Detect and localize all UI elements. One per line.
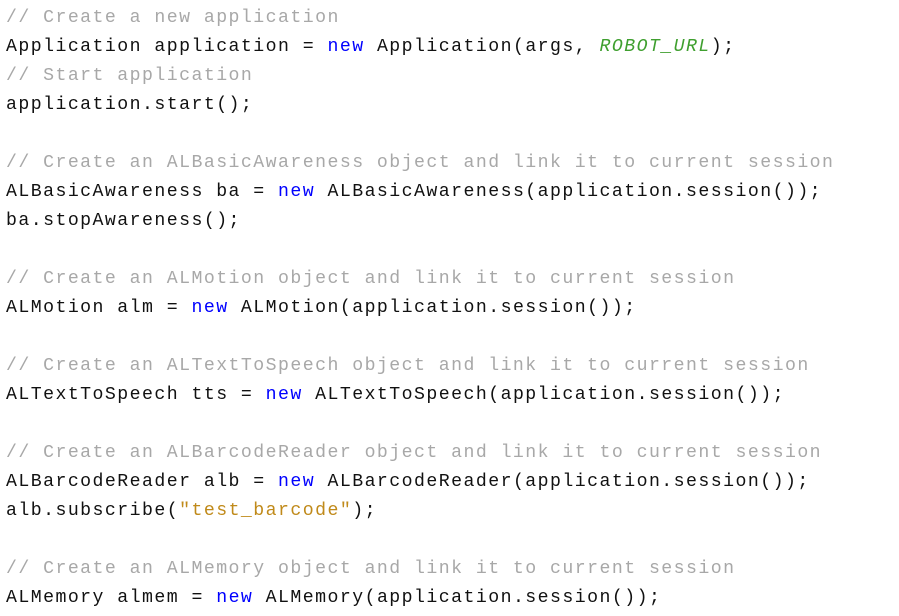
token-plain: ); — [352, 501, 377, 521]
token-plain: application.start(); — [6, 95, 254, 115]
token-plain: ALBarcodeReader alb = — [6, 472, 279, 492]
token-string: "test_barcode" — [179, 501, 353, 521]
token-keyword: new — [216, 588, 254, 608]
token-plain: ); — [710, 37, 736, 57]
code-line: Application application = new Applicatio… — [6, 33, 899, 62]
code-comment-line: // Create a new application — [6, 4, 899, 33]
blank-line — [6, 323, 899, 352]
code-comment-line: // Create an ALTextToSpeech object and l… — [6, 352, 899, 381]
code-line: alb.subscribe("test_barcode"); — [6, 497, 899, 526]
code-line: application.start(); — [6, 91, 899, 120]
code-line: ALBarcodeReader alb = new ALBarcodeReade… — [6, 468, 899, 497]
code-comment-line: // Create an ALBarcodeReader object and … — [6, 439, 899, 468]
token-plain: ALMotion(application.session()); — [228, 298, 637, 318]
token-keyword: new — [278, 182, 316, 202]
code-line: ALTextToSpeech tts = new ALTextToSpeech(… — [6, 381, 899, 410]
code-line: ALMemory almem = new ALMemory(applicatio… — [6, 584, 899, 613]
token-plain: ALMemory almem = — [6, 588, 217, 608]
token-plain: ALTextToSpeech(application.session()); — [302, 385, 785, 405]
token-comment: // Create an ALBasicAwareness object and… — [6, 153, 835, 173]
token-plain: ALMemory(application.session()); — [253, 588, 662, 608]
token-plain: ALTextToSpeech tts = — [6, 385, 266, 405]
token-keyword: new — [191, 298, 229, 318]
token-keyword: new — [278, 472, 316, 492]
token-plain: ALBarcodeReader(application.session()); — [315, 472, 810, 492]
token-constant: ROBOT_URL — [599, 37, 711, 57]
code-line: ba.stopAwareness(); — [6, 207, 899, 236]
blank-line — [6, 526, 899, 555]
code-comment-line: // Start application — [6, 62, 899, 91]
token-comment: // Start application — [6, 66, 254, 86]
token-keyword: new — [327, 37, 365, 57]
token-plain: ba.stopAwareness(); — [6, 211, 241, 231]
blank-line — [6, 410, 899, 439]
token-comment: // Create a new application — [6, 8, 340, 28]
token-plain: alb.subscribe( — [6, 501, 180, 521]
token-comment: // Create an ALBarcodeReader object and … — [6, 443, 823, 463]
blank-line — [6, 120, 899, 149]
token-plain: Application(args, — [364, 37, 600, 57]
token-plain: Application application = — [6, 37, 328, 57]
blank-line — [6, 236, 899, 265]
token-comment: // Create an ALTextToSpeech object and l… — [6, 356, 810, 376]
code-comment-line: // Create an ALBasicAwareness object and… — [6, 149, 899, 178]
code-line: ALBasicAwareness ba = new ALBasicAwarene… — [6, 178, 899, 207]
token-plain: ALMotion alm = — [6, 298, 192, 318]
token-keyword: new — [265, 385, 303, 405]
code-comment-line: // Create an ALMotion object and link it… — [6, 265, 899, 294]
token-plain: ALBasicAwareness ba = — [6, 182, 279, 202]
code-comment-line: // Create an ALMemory object and link it… — [6, 555, 899, 584]
code-line: ALMotion alm = new ALMotion(application.… — [6, 294, 899, 323]
token-comment: // Create an ALMotion object and link it… — [6, 269, 736, 289]
token-plain: ALBasicAwareness(application.session()); — [315, 182, 823, 202]
token-comment: // Create an ALMemory object and link it… — [6, 559, 736, 579]
